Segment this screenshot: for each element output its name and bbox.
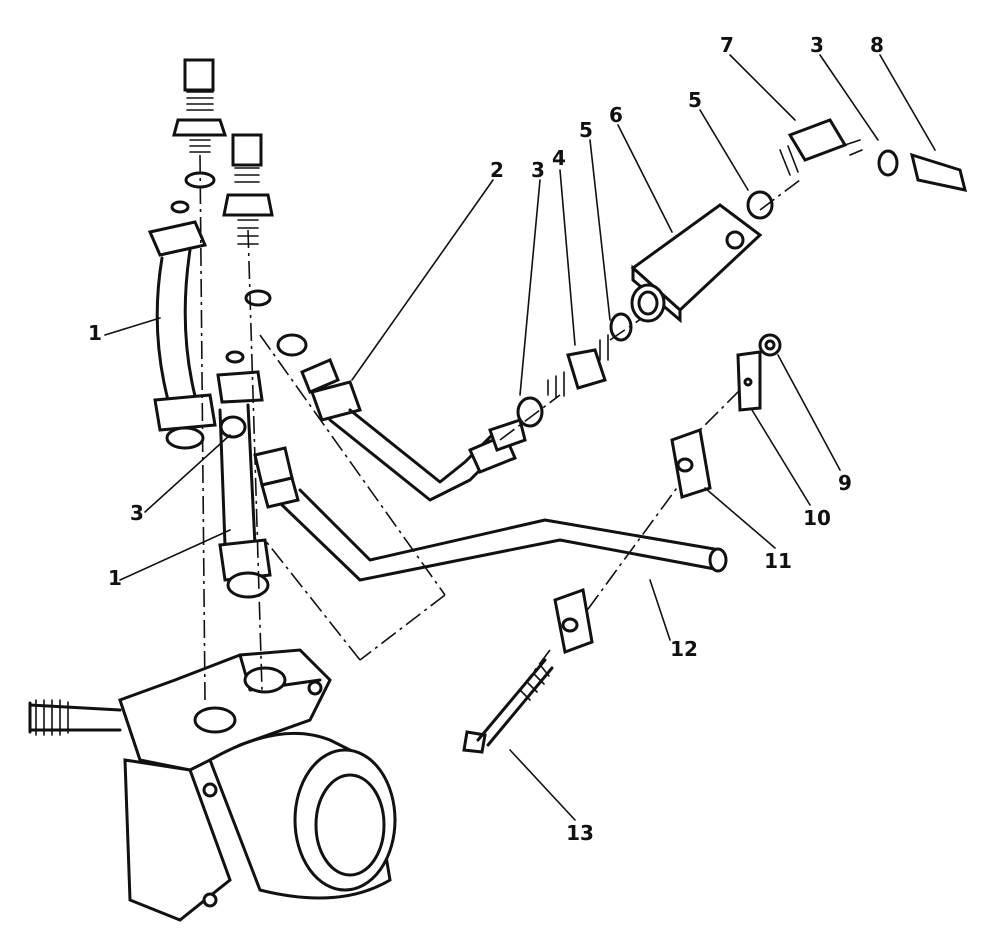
callout-3-left: 3 (130, 501, 144, 525)
upper-fitting-left (172, 58, 228, 153)
callout-5-right: 5 (688, 88, 702, 112)
o-ring (244, 289, 272, 307)
callout-10: 10 (803, 506, 831, 530)
callout-8: 8 (870, 33, 884, 57)
callout-1-lower: 1 (108, 566, 122, 590)
callout-5-left: 5 (579, 118, 593, 142)
upper-fitting-right (222, 133, 274, 245)
plug-8 (909, 152, 968, 192)
o-ring (877, 149, 899, 177)
callout-12: 12 (670, 637, 698, 661)
tube-assembly-1-upper (147, 220, 217, 450)
callout-9: 9 (838, 471, 852, 495)
valve-block-6 (630, 203, 763, 324)
callouts: 1 1 2 3 3 3 4 5 5 6 7 8 9 10 11 12 13 (88, 33, 884, 845)
leader-lines (104, 54, 936, 821)
adapter-fitting-4 (547, 334, 609, 399)
callout-3-right: 3 (810, 33, 824, 57)
tube-assembly-1-lower (216, 370, 272, 599)
callout-2: 2 (490, 158, 504, 182)
o-ring (746, 190, 774, 220)
o-ring (609, 312, 633, 342)
callout-6: 6 (609, 103, 623, 127)
tube-12 (253, 446, 728, 582)
callout-13: 13 (566, 821, 594, 845)
callout-7: 7 (720, 33, 734, 57)
callout-3-middle: 3 (531, 158, 545, 182)
callout-4: 4 (552, 146, 566, 170)
o-ring (516, 396, 544, 428)
pump-body (28, 648, 397, 922)
o-ring (170, 200, 190, 214)
tube-2 (276, 333, 527, 502)
elbow-fitting-7 (779, 118, 863, 176)
clamp-lower (553, 587, 594, 655)
nut-9 (758, 333, 782, 357)
o-ring (219, 415, 247, 439)
bolt-13 (462, 658, 554, 754)
clamp-11 (670, 427, 712, 499)
callout-11: 11 (764, 549, 792, 573)
o-ring (225, 350, 245, 364)
plate-10 (736, 350, 762, 412)
callout-1-upper: 1 (88, 321, 102, 345)
